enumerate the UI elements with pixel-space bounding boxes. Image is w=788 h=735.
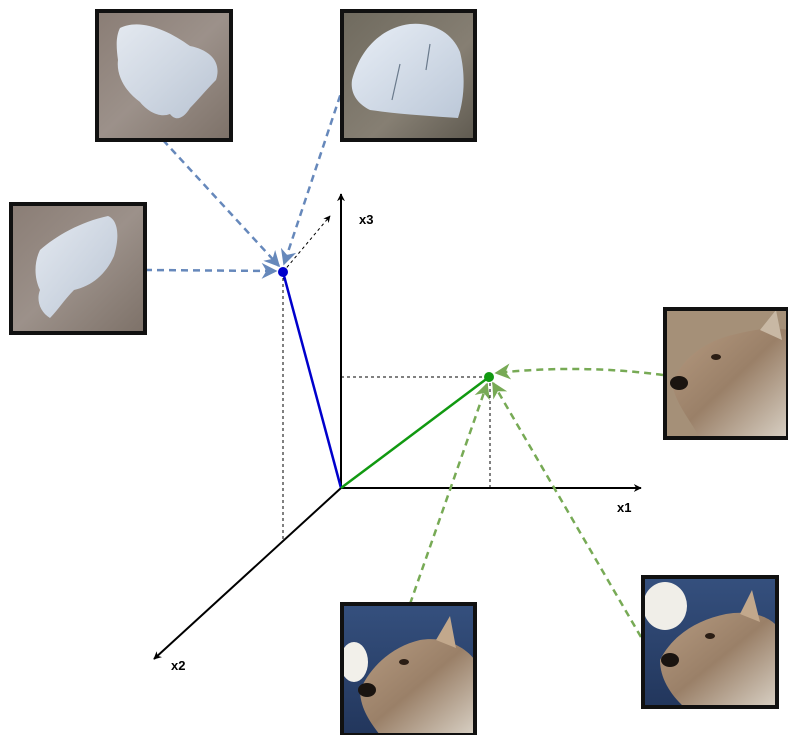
x1-axis-label: x1 <box>617 500 631 515</box>
plastic-bag-thumbnail <box>95 9 233 142</box>
deer-embedding-vector <box>340 376 490 489</box>
deer-mapping-arrow <box>491 381 643 638</box>
plastic-mapping-arrow <box>280 83 346 266</box>
deer-embedding-point <box>484 372 494 382</box>
x2-axis-label: x2 <box>171 658 185 673</box>
plastic-embedding-vector <box>281 271 343 489</box>
plastic-mapping-arrow <box>162 139 281 268</box>
deer-head-thumbnail <box>641 575 779 709</box>
deer-head-thumbnail <box>663 307 788 440</box>
x2-axis <box>153 487 342 660</box>
deer-mapping-arrow <box>494 363 664 380</box>
plastic-embedding-point <box>278 267 288 277</box>
plastic-mapping-arrow <box>144 262 278 279</box>
plastic-shard-thumbnail <box>340 9 477 142</box>
deer-head-thumbnail <box>340 602 477 735</box>
x3-axis-label: x3 <box>359 212 373 227</box>
deer-mapping-arrow <box>408 382 490 605</box>
plastic-bag-thumbnail <box>9 202 147 335</box>
